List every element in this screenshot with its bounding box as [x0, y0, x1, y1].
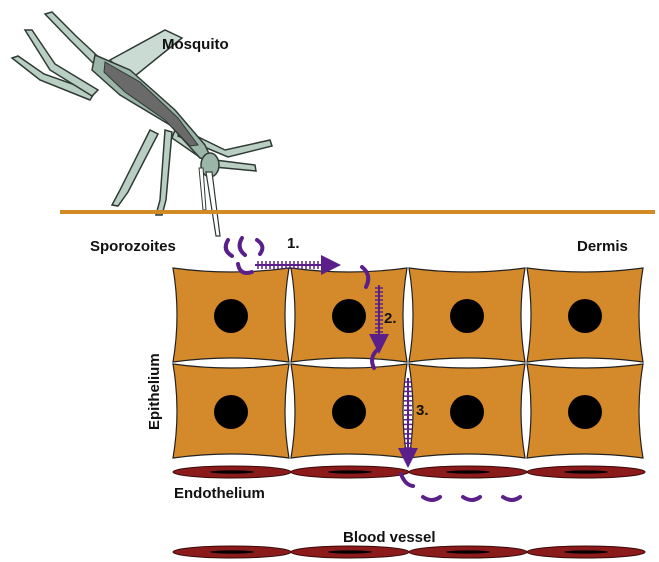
cell-nucleus [568, 299, 602, 333]
cell-nucleus [332, 395, 366, 429]
blood-cell-center [564, 550, 608, 553]
blood-cell-center [328, 550, 372, 553]
sporozoite [226, 240, 232, 256]
dermis-label: Dermis [577, 238, 628, 255]
step-3-label: 3. [416, 402, 429, 419]
sporozoite [463, 497, 480, 500]
blood-vessel-label: Blood vessel [343, 529, 436, 546]
endothelium-cells [173, 466, 645, 478]
blood-vessel-cells [173, 546, 645, 558]
mosquito-illustration [12, 12, 272, 236]
cell-nucleus [332, 299, 366, 333]
cell-nucleus [214, 395, 248, 429]
epithelium-label: Epithelium [146, 353, 163, 430]
blood-cell-center [328, 470, 372, 473]
sporozoite [257, 240, 262, 254]
sporozoite [423, 497, 440, 500]
cell-nucleus [568, 395, 602, 429]
blood-cell-center [210, 470, 254, 473]
blood-cell-center [446, 470, 490, 473]
blood-cell-center [564, 470, 608, 473]
migration-arrow-3 [404, 378, 412, 460]
cell-nucleus [450, 395, 484, 429]
step-1-label: 1. [287, 235, 300, 252]
endothelium-label: Endothelium [174, 485, 265, 502]
step-2-label: 2. [384, 310, 397, 327]
mosquito-label: Mosquito [162, 36, 229, 53]
sporozoites-label: Sporozoites [90, 238, 176, 255]
sporozoite [240, 238, 245, 255]
blood-cell-center [210, 550, 254, 553]
sporozoite [238, 264, 252, 273]
cell-nucleus [450, 299, 484, 333]
sporozoite [503, 497, 520, 500]
sporozoite [401, 474, 413, 486]
cell-nucleus [214, 299, 248, 333]
migration-arrow-1 [255, 261, 333, 269]
blood-cell-center [446, 550, 490, 553]
